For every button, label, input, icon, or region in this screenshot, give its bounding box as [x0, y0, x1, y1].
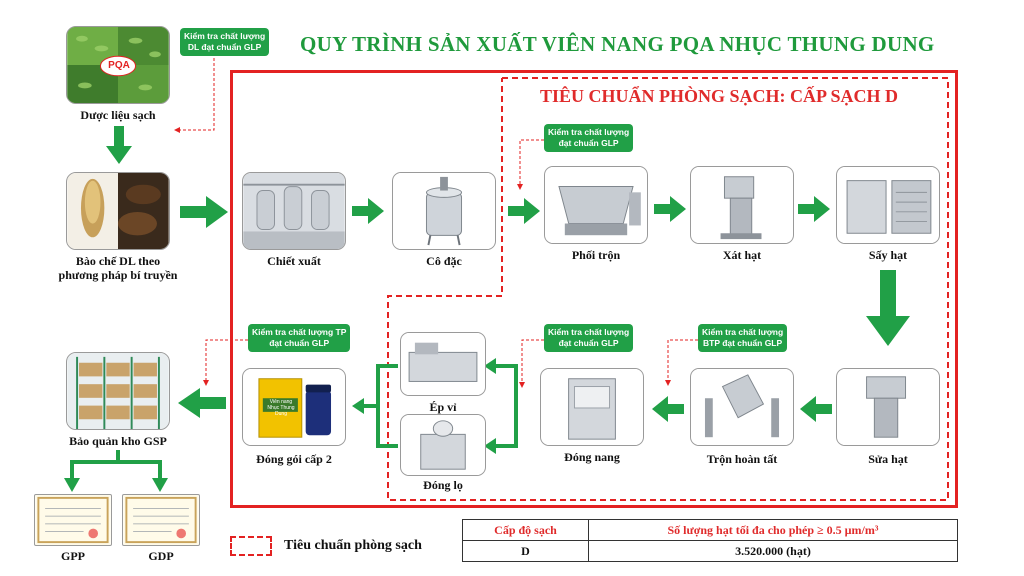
packaging-image: Viên nang Nhục Thung Dung — [242, 368, 346, 446]
table-cell-level: D — [462, 540, 589, 562]
table-cell-particles: 3.520.000 (hạt) — [588, 540, 958, 562]
legend-dashed-swatch — [230, 536, 272, 556]
arrow-final-mixing-capsule — [652, 396, 684, 422]
sizing-image — [836, 368, 940, 446]
granulating-label: Xát hạt — [722, 248, 762, 262]
product-box-text: Viên nang Nhục Thung Dung — [267, 399, 295, 417]
concentration-label: Cô đặc — [426, 254, 462, 268]
capsule-filling-label: Đóng nang — [564, 450, 620, 464]
blister-image — [400, 332, 486, 396]
qc-badge-semi: Kiểm tra chất lượng BTP đạt chuẩn GLP — [698, 324, 788, 352]
mixing-image — [544, 166, 648, 244]
sizing-label: Sửa hạt — [868, 452, 908, 466]
raw-herbs-label: Dược liệu sạch — [80, 108, 156, 122]
qc-badge-raw: Kiểm tra chất lượng DL đạt chuẩn GLP — [180, 28, 270, 56]
arrow-packaging-storage — [178, 388, 226, 418]
capsule-filling-image — [540, 368, 644, 446]
concentration-image — [392, 172, 496, 250]
packaging-label: Đóng gói cấp 2 — [256, 452, 332, 466]
legend-label: Tiêu chuẩn phòng sạch — [284, 538, 422, 553]
gpp-certificate-image — [34, 494, 112, 546]
storage-image — [66, 352, 170, 430]
final-mixing-label: Trộn hoàn tất — [706, 452, 778, 466]
qc-badge-mixing: Kiểm tra chất lượng đạt chuẩn GLP — [544, 124, 634, 152]
qc-badge-final: Kiểm tra chất lượng TP đạt chuẩn GLP — [248, 324, 351, 352]
production-area-frame — [230, 70, 958, 508]
drying-label: Sấy hạt — [868, 248, 908, 262]
traditional-prep-label: Bào chế DL theo phương pháp bí truyền — [58, 254, 178, 282]
drying-image — [836, 166, 940, 244]
table-header-particles: Số lượng hạt tối đa cho phép ≥ 0.5 µm/m³ — [588, 519, 958, 541]
blister-label: Ép vỉ — [429, 400, 457, 414]
gpp-label: GPP — [61, 549, 85, 563]
bottling-image — [400, 414, 486, 476]
extraction-label: Chiết xuất — [267, 254, 321, 268]
arrow-concentrate-mixing — [508, 198, 540, 224]
final-mixing-image — [690, 368, 794, 446]
qc-badge-capsule: Kiểm tra chất lượng đạt chuẩn GLP — [544, 324, 634, 352]
granulating-image — [690, 166, 794, 244]
storage-label: Bảo quản kho GSP — [69, 434, 167, 448]
page-title: QUY TRÌNH SẢN XUẤT VIÊN NANG PQA NHỤC TH… — [300, 32, 935, 56]
pqa-logo: PQA — [108, 60, 130, 71]
bottling-label: Đóng lọ — [423, 478, 463, 492]
arrow-granulating-drying — [798, 196, 830, 222]
arrow-mixing-granulating — [654, 196, 686, 222]
raw-herbs-image: PQA — [66, 26, 170, 104]
gdp-label: GDP — [148, 549, 174, 563]
clean-standard-table: Cấp độ sạch Số lượng hạt tối đa cho phép… — [462, 519, 958, 562]
arrow-to-extract — [180, 196, 228, 228]
arrow-down-raw — [106, 126, 132, 164]
arrow-sizing-final-mixing — [800, 396, 832, 422]
traditional-prep-image — [66, 172, 170, 250]
arrow-drying-sizing — [866, 270, 910, 346]
clean-standard-title: TIÊU CHUẨN PHÒNG SẠCH: CẤP SẠCH D — [540, 86, 899, 106]
extraction-image — [242, 172, 346, 250]
gdp-certificate-image — [122, 494, 200, 546]
arrow-extract-concentrate — [352, 198, 384, 224]
mixing-label: Phối trộn — [571, 248, 621, 262]
table-header-level: Cấp độ sạch — [462, 519, 589, 541]
